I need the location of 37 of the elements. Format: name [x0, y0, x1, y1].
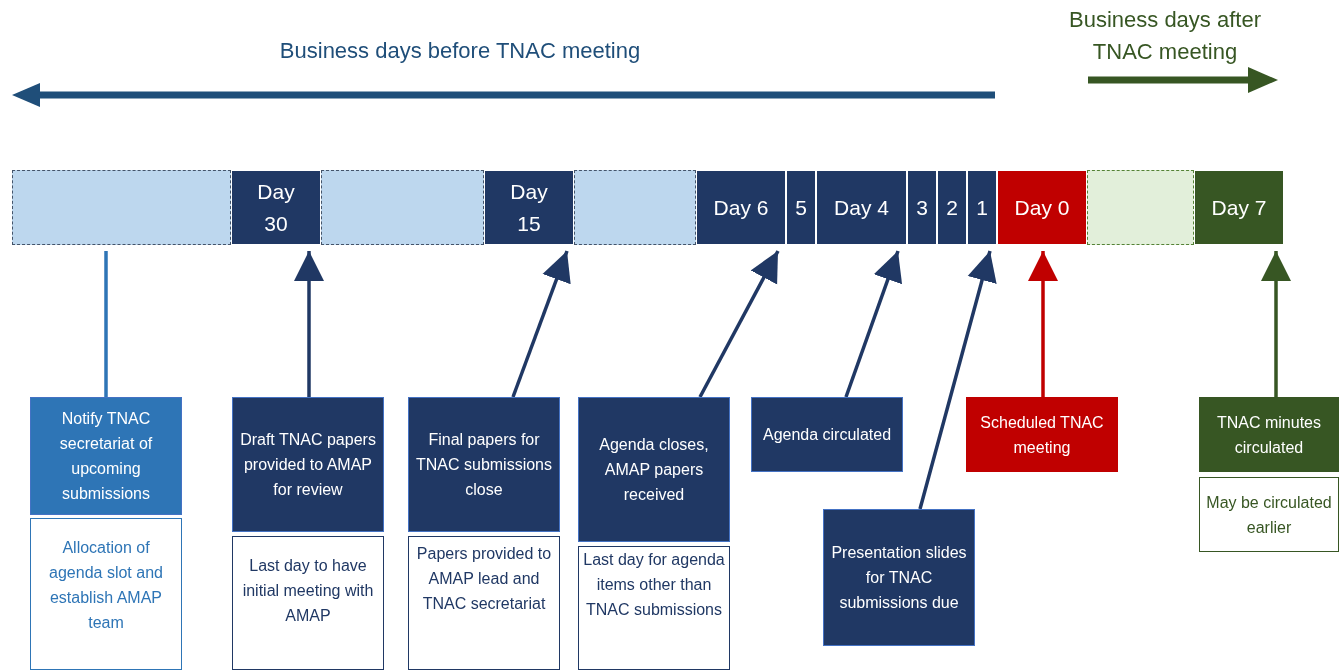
leader-line	[511, 250, 571, 398]
timeline-heading: Business days before TNAC meeting	[278, 37, 642, 65]
day-cell: Day 4	[816, 170, 907, 245]
leader-line	[1028, 251, 1058, 397]
day-cell: 2	[937, 170, 967, 245]
day-cell: Day 15	[484, 170, 574, 245]
day-cell: 5	[786, 170, 816, 245]
note-box: Allocation of agenda slot and establish AMAP team	[30, 518, 182, 670]
meeting-box: Scheduled TNAC meeting	[966, 397, 1118, 472]
meeting-day-cell: Day 0	[997, 170, 1087, 245]
day-cell: 3	[907, 170, 937, 245]
leader-line	[104, 251, 108, 397]
day-cell: 1	[967, 170, 997, 245]
task-box: Draft TNAC papers provided to AMAP for review	[232, 397, 384, 532]
task-box: Final papers for TNAC submissions close	[408, 397, 560, 532]
day-cell: Day 7	[1194, 170, 1284, 245]
leader-line	[1261, 251, 1291, 397]
note-box: May be circulated earlier	[1199, 477, 1339, 552]
note-box: Last day to have initial meeting with AMAP	[232, 536, 384, 670]
timeline-band	[12, 170, 231, 245]
leader-line	[698, 250, 780, 398]
timeline-band	[574, 170, 696, 245]
day-cell: Day 6	[696, 170, 786, 245]
timeline-band	[321, 170, 484, 245]
timeline-band	[1087, 170, 1194, 245]
task-box: Presentation slides for TNAC submissions due	[823, 509, 975, 646]
leader-line	[294, 251, 324, 397]
task-box: Agenda closes, AMAP papers received	[578, 397, 730, 542]
day-cell: Day 30	[231, 170, 321, 245]
leader-line	[844, 250, 903, 398]
note-box: Papers provided to AMAP lead and TNAC secretariat	[408, 536, 560, 670]
note-box: Last day for agenda items other than TNAC submissions	[578, 546, 730, 670]
task-box: TNAC minutes circulated	[1199, 397, 1339, 472]
leader-line	[918, 250, 997, 510]
task-box: Agenda circulated	[751, 397, 903, 472]
timeline-heading: Business days after TNAC meeting	[1068, 6, 1262, 66]
task-box: Notify TNAC secretariat of upcoming submissions	[30, 397, 182, 515]
